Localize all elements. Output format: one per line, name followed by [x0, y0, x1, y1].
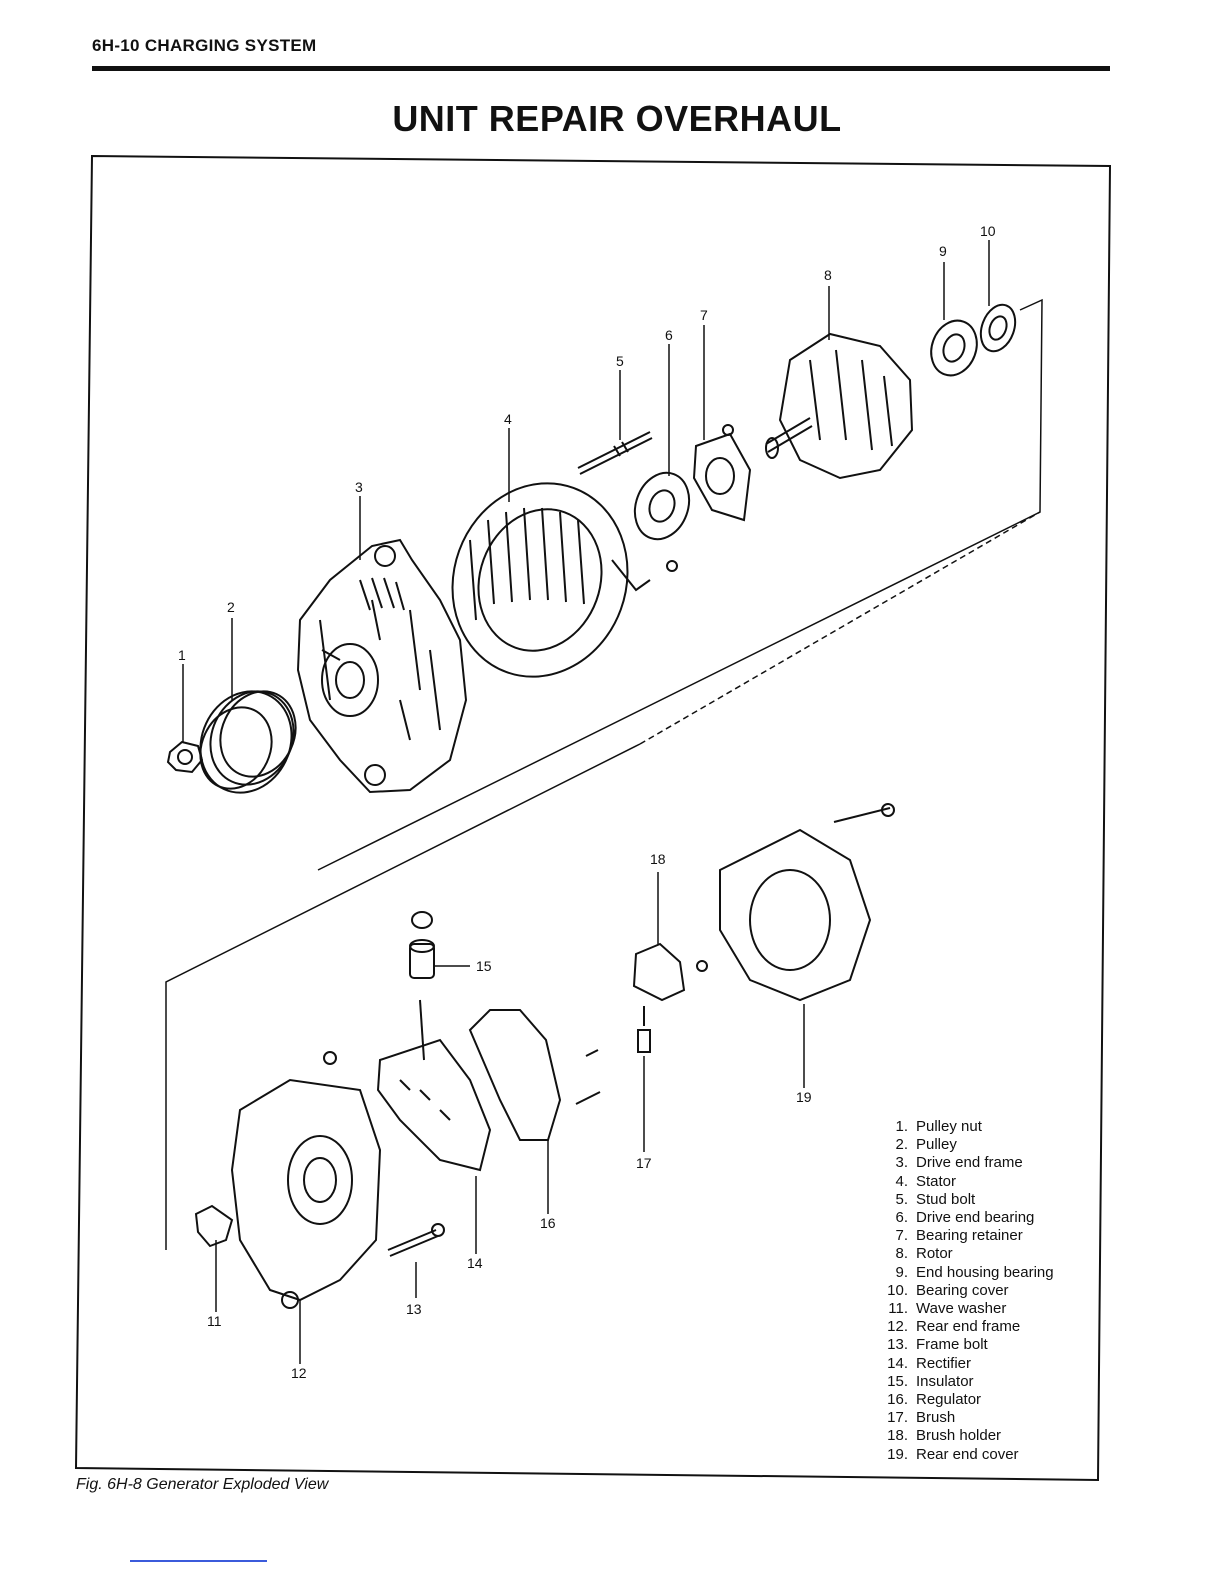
end-housing-bearing-part	[930, 319, 978, 377]
callout-17: 17	[636, 1155, 652, 1171]
legend-item: 6.Drive end bearing	[895, 1209, 1035, 1227]
legend-item: 10.Bearing cover	[887, 1281, 1009, 1299]
callout-6: 6	[665, 327, 673, 343]
stud-bolt-part	[577, 431, 653, 475]
figure-caption: Fig. 6H-8 Generator Exploded View	[76, 1476, 329, 1493]
legend-item: 2.Pulley	[895, 1136, 957, 1154]
pulley-nut-part	[166, 740, 204, 774]
callout-3: 3	[355, 479, 363, 495]
legend-item: 15.Insulator	[887, 1372, 974, 1390]
rotor-part	[765, 332, 914, 480]
brush-holder-part	[632, 942, 708, 1002]
legend-item: 11.Wave washer	[888, 1300, 1007, 1318]
page-title: UNIT REPAIR OVERHAUL	[392, 98, 842, 139]
callout-19: 19	[796, 1089, 812, 1105]
callout-4: 4	[504, 411, 512, 427]
header-rule	[92, 66, 1110, 71]
parts-legend: 1.Pulley nut 2.Pulley 3.Drive end frame …	[872, 1118, 1054, 1464]
legend-item: 16.Regulator	[887, 1391, 982, 1409]
drive-end-frame-part	[296, 538, 468, 794]
legend-item: 5.Stud bolt	[895, 1190, 976, 1208]
callout-16: 16	[540, 1215, 556, 1231]
bearing-retainer-part	[666, 424, 752, 572]
legend-item: 14.Rectifier	[887, 1354, 972, 1372]
callout-12: 12	[291, 1365, 307, 1381]
legend-item: 7.Bearing retainer	[895, 1227, 1023, 1245]
drive-end-bearing-part	[633, 471, 691, 541]
section-header: 6H-10 CHARGING SYSTEM	[92, 36, 317, 55]
rear-end-frame-part	[230, 1078, 382, 1309]
rectifier-part	[323, 999, 492, 1172]
legend-item: 3.Drive end frame	[895, 1154, 1023, 1172]
callout-18: 18	[650, 851, 666, 867]
callout-11: 11	[207, 1313, 222, 1329]
lower-assembly-axis	[165, 743, 641, 1250]
legend-item: 17.Brush	[887, 1409, 956, 1427]
callout-8: 8	[824, 267, 832, 283]
footer-underline	[130, 1560, 267, 1562]
legend-item: 18.Brush holder	[887, 1427, 1002, 1445]
callout-14: 14	[467, 1255, 483, 1271]
legend-item: 8.Rotor	[895, 1245, 953, 1263]
callout-1: 1	[178, 647, 186, 663]
legend-item: 4.Stator	[895, 1172, 957, 1190]
frame-bolt-part	[387, 1223, 445, 1257]
callout-15: 15	[476, 958, 492, 974]
bearing-cover-part	[979, 303, 1017, 353]
callout-10: 10	[980, 223, 996, 239]
insulator-part	[409, 911, 435, 979]
callout-2: 2	[227, 599, 235, 615]
figure-frame	[74, 154, 1112, 1482]
callout-13: 13	[406, 1301, 422, 1317]
upper-assembly-axis	[317, 298, 1043, 871]
wave-washer-part	[194, 1204, 234, 1248]
stator-part	[451, 482, 651, 678]
callout-9: 9	[939, 243, 947, 259]
callout-5: 5	[616, 353, 624, 369]
legend-item: 13.Frame bolt	[887, 1336, 988, 1354]
rear-end-cover-part	[719, 803, 895, 1002]
pulley-part	[199, 690, 297, 794]
brush-part	[637, 1006, 651, 1053]
legend-item: 9.End housing bearing	[895, 1263, 1054, 1281]
legend-item: 19.Rear end cover	[887, 1445, 1019, 1463]
regulator-part	[468, 1009, 601, 1141]
callout-7: 7	[700, 307, 708, 323]
legend-item: 12.Rear end frame	[887, 1318, 1021, 1336]
legend-item: 1.Pulley nut	[895, 1118, 982, 1135]
